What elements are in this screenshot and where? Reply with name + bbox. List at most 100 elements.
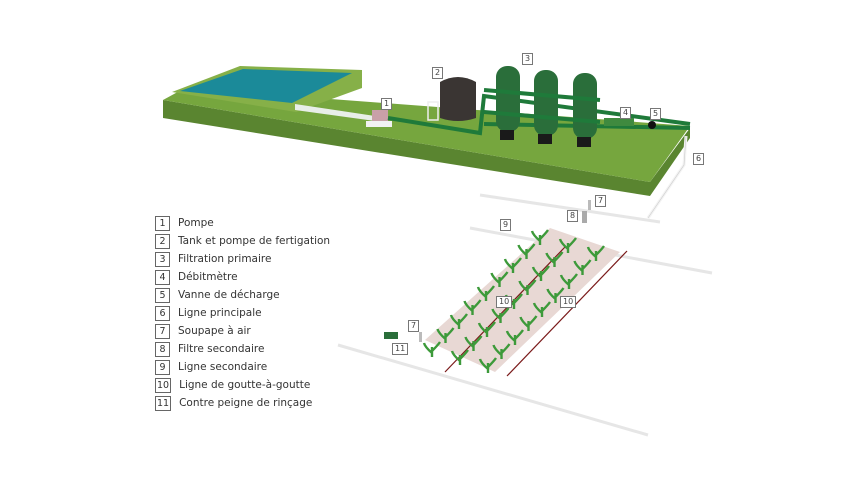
filter-base — [500, 130, 514, 140]
main-line-outline — [647, 135, 687, 219]
legend-number: 6 — [155, 305, 170, 321]
flow-meter — [604, 118, 634, 126]
field — [425, 228, 620, 372]
filter-manifold-middle — [483, 110, 601, 124]
plant — [505, 329, 524, 345]
fertigation-pump — [427, 101, 439, 121]
tag-7a: 7 — [595, 195, 607, 207]
feeder-line — [479, 193, 661, 224]
tag-3: 3 — [522, 53, 534, 65]
flush-line — [337, 343, 649, 437]
plant — [491, 307, 510, 323]
plant — [477, 321, 496, 337]
plant — [518, 279, 537, 295]
drip-lines — [444, 246, 628, 377]
tag-4: 4 — [620, 107, 632, 119]
plant — [492, 343, 511, 359]
legend-item: 1 Pompe — [155, 214, 330, 232]
plant — [559, 273, 578, 289]
pump-base — [366, 121, 392, 127]
legend-number: 3 — [155, 251, 170, 267]
legend-item: 8 Filtre secondaire — [155, 340, 330, 358]
filter-manifold-top — [483, 88, 601, 102]
plant — [517, 243, 536, 259]
plants — [422, 229, 605, 373]
plant — [545, 251, 564, 267]
legend-number: 10 — [155, 377, 172, 393]
legend-item: 2 Tank et pompe de fertigation — [155, 232, 330, 250]
tag-9: 9 — [500, 219, 512, 231]
legend-number: 9 — [155, 359, 170, 375]
legend-label: Débitmètre — [178, 271, 238, 283]
tag-7b: 7 — [408, 320, 420, 332]
legend-number: 8 — [155, 341, 170, 357]
drip-line — [444, 246, 566, 373]
legend-label: Pompe — [178, 217, 214, 229]
legend-label: Ligne de goutte-à-goutte — [179, 379, 311, 391]
filter-tank — [496, 66, 520, 132]
plant — [464, 335, 483, 351]
pool-water — [180, 69, 352, 103]
legend-number: 5 — [155, 287, 170, 303]
filter-base — [577, 137, 591, 147]
plant — [531, 265, 550, 281]
legend-label: Soupape à air — [178, 325, 251, 337]
drip-line — [506, 250, 628, 377]
air-valve-2 — [419, 332, 422, 342]
legend-item: 9 Ligne secondaire — [155, 358, 330, 376]
filter-tank — [573, 73, 597, 139]
plant — [478, 357, 497, 373]
plant — [546, 287, 565, 303]
air-valve — [588, 200, 591, 210]
intake-pipe — [295, 104, 375, 121]
legend-item: 7 Soupape à air — [155, 322, 330, 340]
plant — [450, 349, 469, 365]
legend-label: Ligne principale — [178, 307, 262, 319]
legend-item: 10 Ligne de goutte-à-goutte — [155, 376, 330, 394]
discharge-valve — [648, 121, 656, 129]
legend-label: Filtration primaire — [178, 253, 272, 265]
legend-number: 11 — [155, 395, 172, 411]
plant — [436, 327, 455, 343]
platform-side — [163, 100, 690, 196]
legend-number: 2 — [155, 233, 170, 249]
tag-1: 1 — [381, 98, 393, 110]
plant — [532, 301, 551, 317]
secondary-filter — [582, 211, 587, 223]
tag-10a: 10 — [496, 296, 513, 308]
legend-number: 1 — [155, 215, 170, 231]
plant — [422, 341, 441, 357]
flush-filter — [384, 332, 398, 339]
filter-tank — [534, 70, 558, 136]
plant — [530, 229, 549, 245]
legend-item: 4 Débitmètre — [155, 268, 330, 286]
primary-filters — [483, 66, 601, 147]
tag-2: 2 — [432, 67, 444, 79]
legend-label: Contre peigne de rinçage — [179, 397, 313, 409]
legend-label: Filtre secondaire — [178, 343, 265, 355]
legend-number: 7 — [155, 323, 170, 339]
tag-11: 11 — [392, 343, 409, 355]
pump — [372, 110, 388, 122]
legend-item: 3 Filtration primaire — [155, 250, 330, 268]
legend-item: 11 Contre peigne de rinçage — [155, 394, 330, 412]
plant — [490, 271, 509, 287]
legend-label: Vanne de décharge — [178, 289, 280, 301]
legend-label: Tank et pompe de fertigation — [178, 235, 331, 247]
plant — [449, 313, 468, 329]
fertigation-tank — [440, 77, 476, 121]
plant — [558, 237, 577, 253]
plant — [573, 259, 592, 275]
plant — [503, 257, 522, 273]
tag-8: 8 — [567, 210, 579, 222]
tag-6: 6 — [693, 153, 705, 165]
legend-item: 5 Vanne de décharge — [155, 286, 330, 304]
legend-label: Ligne secondaire — [178, 361, 268, 373]
filter-base — [538, 134, 552, 144]
plant — [586, 245, 605, 261]
legend-number: 4 — [155, 269, 170, 285]
tag-5: 5 — [650, 108, 662, 120]
